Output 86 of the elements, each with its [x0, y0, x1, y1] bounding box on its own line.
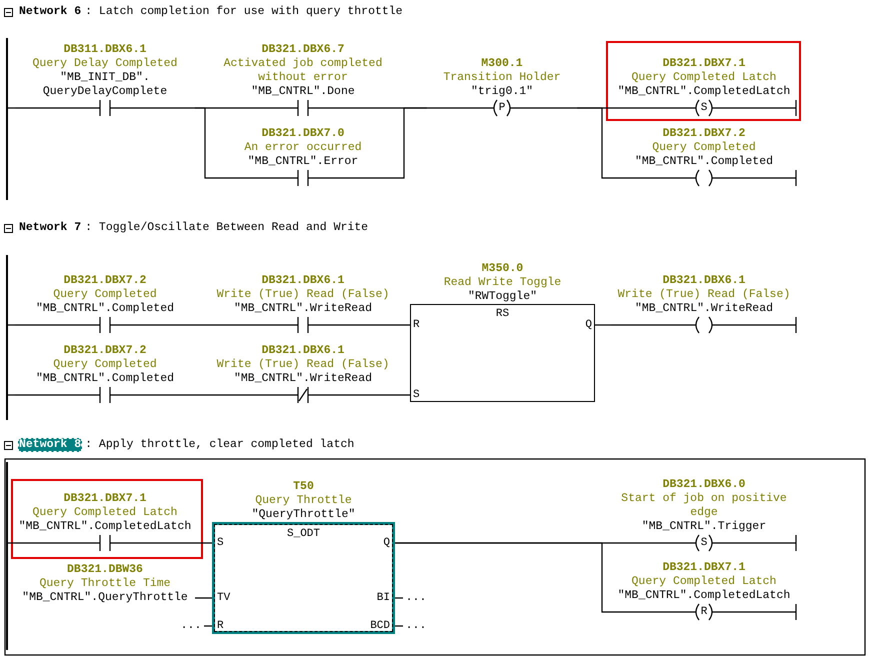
pin-label: S	[217, 536, 224, 550]
address-label: DB321.DBX7.2	[62, 274, 148, 288]
address-label: DB321.DBX6.1	[260, 344, 346, 358]
wire	[195, 107, 213, 179]
network-title: Network 6	[18, 5, 82, 19]
pin-label: R	[413, 318, 420, 332]
wire	[195, 394, 213, 396]
comment-label: Query Delay Completed	[32, 57, 178, 71]
symbol-name-label: "RWToggle"	[466, 290, 538, 304]
network-title: Network 8	[18, 438, 82, 452]
pin-label: Q	[383, 536, 390, 550]
comment-label: Transition Holder	[442, 71, 562, 85]
wire	[393, 394, 410, 396]
coil-type-label: P	[498, 101, 506, 115]
symbol-name-label: "QueryThrottle"	[250, 508, 356, 522]
address-label: DB321.DBX7.2	[62, 344, 148, 358]
comment-label: Query Completed	[52, 288, 158, 302]
comment-label: Write (True) Read (False)	[216, 358, 390, 372]
block-type-label: RS	[496, 307, 510, 321]
comment-label: Query Completed	[651, 141, 757, 155]
unassigned-parameter-label: ...	[404, 591, 428, 605]
symbol-name-label: "MB_CNTRL".WriteRead	[634, 302, 774, 316]
symbol-name-label: "MB_CNTRL".Trigger	[640, 520, 768, 534]
wire	[577, 107, 611, 179]
unassigned-parameter-label: ...	[404, 619, 428, 633]
coil-type-label: R	[700, 605, 708, 619]
wire	[195, 542, 212, 544]
symbol-name-label: "trig0.1"	[470, 85, 534, 99]
address-label: DB321.DBX6.1	[260, 274, 346, 288]
comment-label: Query Completed	[52, 358, 158, 372]
symbol-name-label: "MB_CNTRL".CompletedLatch	[616, 85, 792, 99]
address-label: DB311.DBX6.1	[62, 43, 148, 57]
address-label: M300.1	[480, 57, 524, 71]
pin-label: S	[413, 388, 420, 402]
wire	[393, 107, 427, 179]
comment-label: Start of job on positive edge	[620, 492, 788, 520]
unassigned-parameter-label: ...	[180, 619, 202, 633]
address-label: DB321.DBX6.0	[662, 478, 746, 492]
symbol-name-label: "MB_CNTRL".Completed	[634, 155, 774, 169]
address-label: DB321.DBX7.1	[662, 561, 746, 575]
comment-label: Activated job completed without error	[222, 57, 384, 85]
wire	[195, 597, 212, 599]
wire	[393, 324, 410, 326]
symbol-name-label: "MB_INIT_DB". QueryDelayComplete	[42, 71, 168, 99]
address-label: DB321.DBX6.7	[260, 43, 346, 57]
address-label: DB321.DBX7.2	[662, 127, 746, 141]
symbol-name-label: "MB_CNTRL".Done	[250, 85, 356, 99]
symbol-name-label: "MB_CNTRL".WriteRead	[232, 372, 374, 386]
address-label: T50	[292, 480, 315, 494]
symbol-name-label: "MB_CNTRL".Error	[246, 155, 360, 169]
coil-type-label: S	[700, 536, 708, 550]
address-label: DB321.DBX7.1	[62, 492, 148, 506]
network-title: Network 7	[18, 221, 82, 235]
symbol-name-label: "MB_CNTRL".WriteRead	[232, 302, 374, 316]
symbol-name-label: "MB_CNTRL".CompletedLatch	[18, 520, 192, 534]
comment-label: Query Completed Latch	[630, 575, 778, 589]
address-label: DB321.DBW36	[66, 563, 144, 577]
comment-label: Query Throttle	[254, 494, 353, 508]
comment-label: Write (True) Read (False)	[616, 288, 792, 302]
symbol-name-label: "MB_CNTRL".CompletedLatch	[616, 589, 792, 603]
coil-type-label: S	[700, 101, 708, 115]
address-label: M350.0	[480, 262, 524, 276]
address-label: DB321.DBX7.0	[260, 127, 346, 141]
comment-label: Query Completed Latch	[630, 71, 778, 85]
network-description: : Apply throttle, clear completed latch	[85, 438, 354, 452]
pin-label: Q	[585, 318, 592, 332]
pin-label: TV	[217, 591, 230, 605]
address-label: DB321.DBX6.1	[662, 274, 746, 288]
symbol-name-label: "MB_CNTRL".Completed	[34, 372, 176, 386]
symbol-name-label: "MB_CNTRL".QueryThrottle	[21, 591, 189, 605]
wire	[595, 324, 611, 326]
pin-label: R	[217, 619, 224, 633]
comment-label: Query Throttle Time	[38, 577, 172, 591]
comment-label: An error occurred	[243, 141, 363, 155]
comment-label: Read Write Toggle	[442, 276, 562, 290]
comment-label: Write (True) Read (False)	[216, 288, 390, 302]
wire	[395, 542, 611, 613]
address-label: DB321.DBX7.1	[662, 57, 746, 71]
network-description: : Toggle/Oscillate Between Read and Write	[85, 221, 368, 235]
network-description: : Latch completion for use with query throttle	[85, 5, 403, 19]
pin-label: BCD	[370, 619, 390, 633]
block-type-label: S_ODT	[287, 527, 320, 541]
wire	[195, 324, 213, 326]
comment-label: Query Completed Latch	[32, 506, 178, 520]
pin-label: BI	[376, 591, 390, 605]
symbol-name-label: "MB_CNTRL".Completed	[34, 302, 176, 316]
